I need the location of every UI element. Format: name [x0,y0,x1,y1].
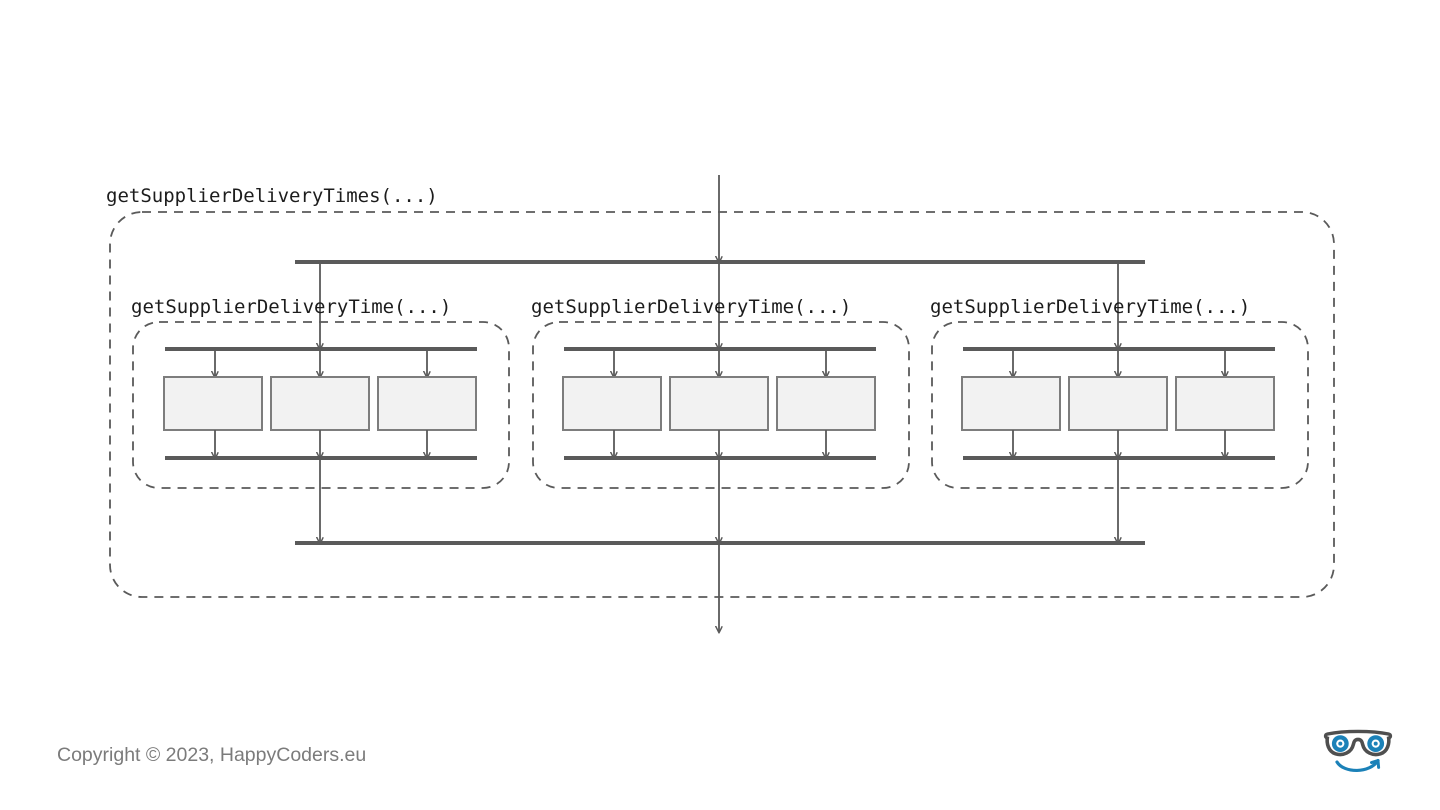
activity-box-1-1[interactable] [163,376,263,431]
glasses-frame [1323,729,1393,757]
activity-box-3-3[interactable] [1175,376,1275,431]
inner-region-boundary-1 [132,321,510,489]
inner-region-label-2: getSupplierDeliveryTime(...) [531,296,851,318]
inner-region-label-1: getSupplierDeliveryTime(...) [131,296,451,318]
activity-box-2-1[interactable] [562,376,662,431]
glasses-lenses [1331,735,1385,752]
activity-box-2-2[interactable] [669,376,769,431]
outer-region-boundary [109,211,1335,598]
outer-region-label: getSupplierDeliveryTimes(...) [106,185,438,207]
inner-region-boundary-3 [931,321,1309,489]
diagram-layer: getSupplierDeliveryTimes(...) getSupplier… [106,175,1335,632]
copyright-text: Copyright © 2023, HappyCoders.eu [57,744,367,766]
activity-box-3-1[interactable] [961,376,1061,431]
smile-icon [1335,758,1380,773]
activity-box-2-3[interactable] [776,376,876,431]
activity-box-1-3[interactable] [377,376,477,431]
inner-region-label-3: getSupplierDeliveryTime(...) [930,296,1250,318]
glasses-icon [1323,729,1393,773]
activity-box-3-2[interactable] [1068,376,1168,431]
activity-box-1-2[interactable] [270,376,370,431]
inner-region-boundary-2 [532,321,910,489]
happycoders-glasses-logo [1322,726,1394,778]
smile-tip-icon [1370,759,1381,769]
